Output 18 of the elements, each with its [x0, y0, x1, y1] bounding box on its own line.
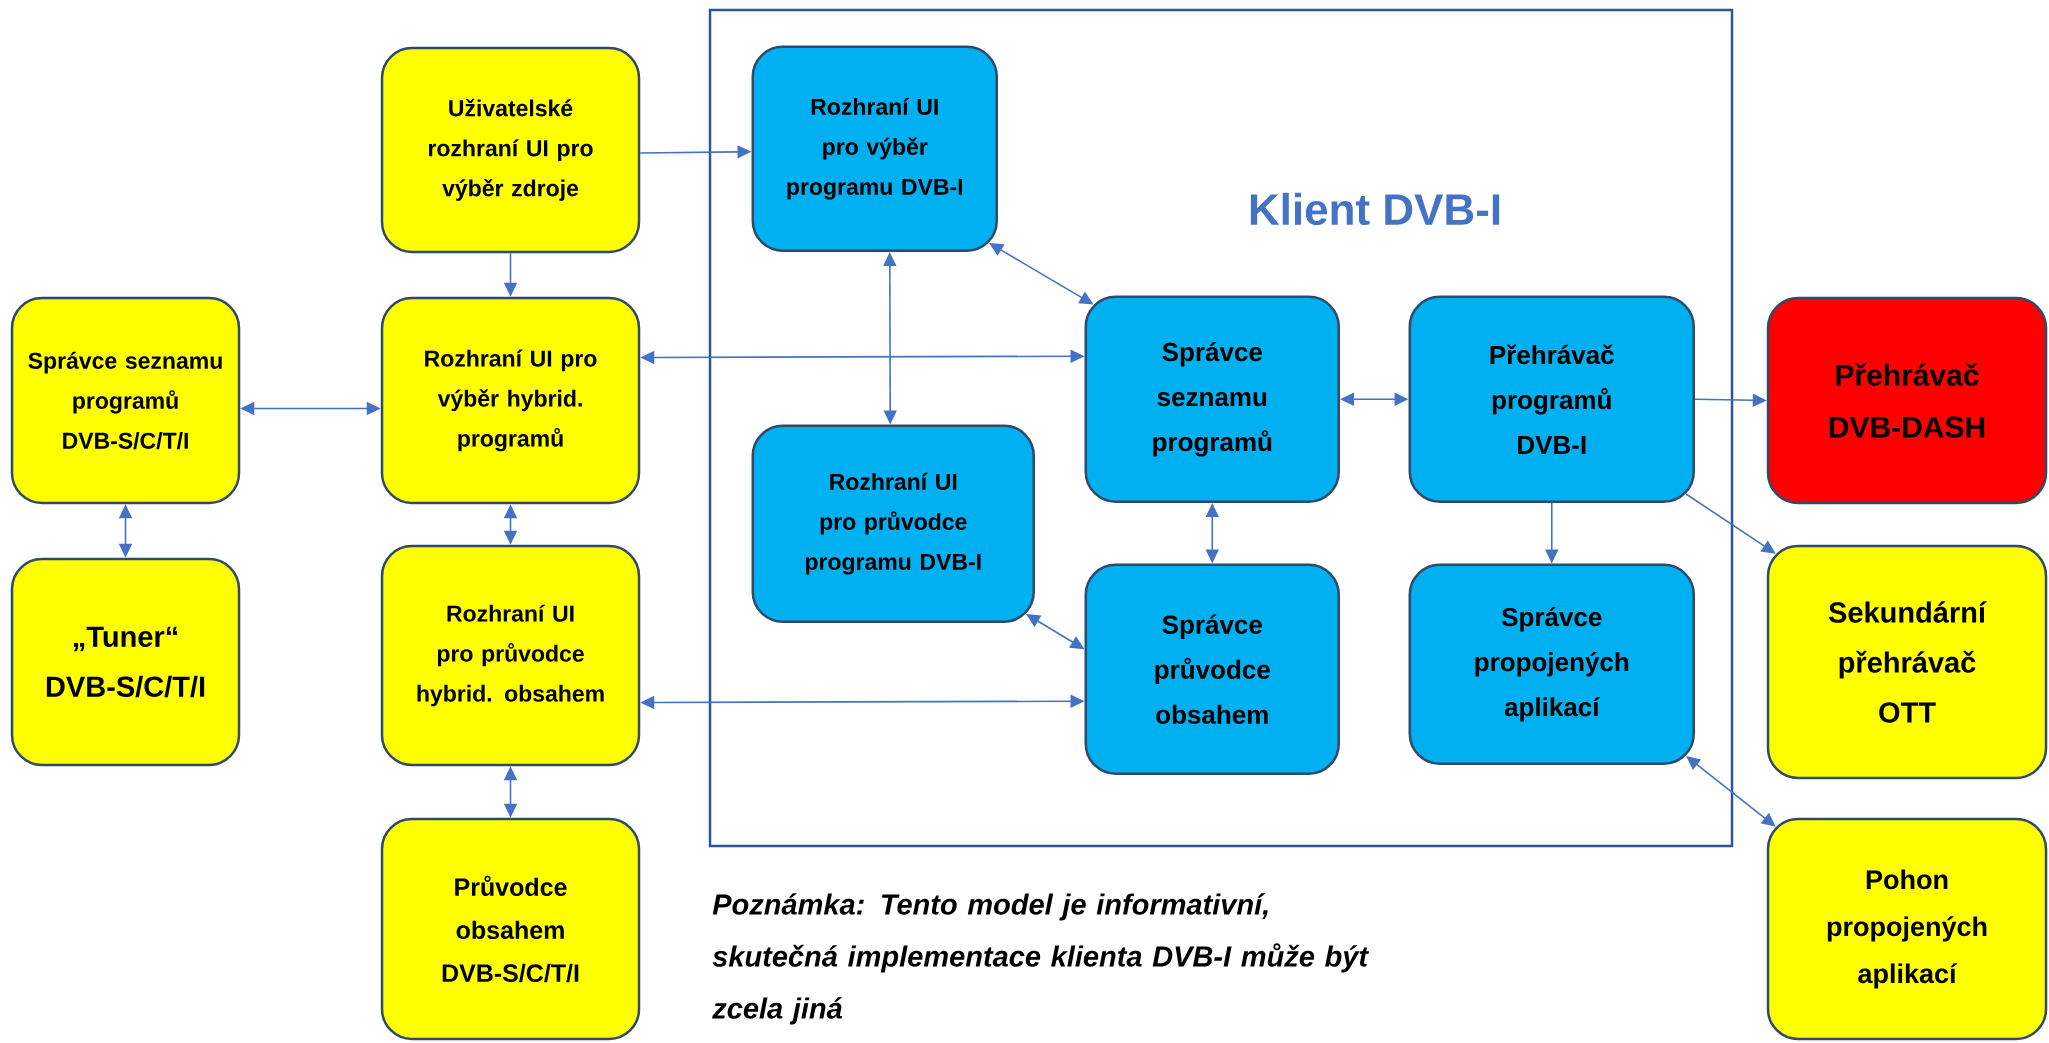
- process-box: Rozhraní UI pro průvodce programu DVB-I: [751, 424, 1035, 623]
- process-box: Rozhraní UI pro výběr hybrid. programů: [380, 296, 641, 505]
- note-text: Poznámka: Tento model je informativní, skutečná implementace klienta DVB-I může být zcela jiná: [712, 893, 1370, 1025]
- process-box: Průvodce obsahem DVB-S/C/T/I: [380, 817, 641, 1041]
- process-box: Uživatelské rozhraní UI pro výběr zdroje: [380, 46, 641, 254]
- process-box: Správce seznamu programů DVB-S/C/T/I: [10, 296, 241, 505]
- process-box: „Tuner“ DVB-S/C/T/I: [10, 557, 241, 767]
- process-box: Rozhraní UI pro výběr programu DVB-I: [751, 45, 998, 252]
- process-box: Správce seznamu programů: [1084, 295, 1340, 503]
- process-box: Přehrávač programů DVB-I: [1408, 295, 1695, 503]
- arrow: [1686, 756, 1776, 827]
- process-box: Sekundární přehrávač OTT: [1766, 544, 2048, 780]
- process-box: Správce průvodce obsahem: [1084, 563, 1340, 775]
- process-box: Pohon propojených aplikací: [1766, 817, 2048, 1041]
- process-box: Správce propojených aplikací: [1408, 563, 1695, 765]
- frame-title: Klient DVB-I: [1250, 192, 1500, 226]
- process-box: Přehrávač DVB-DASH: [1766, 296, 2048, 505]
- process-box: Rozhraní UI pro průvodce hybrid. obsahem: [380, 544, 641, 767]
